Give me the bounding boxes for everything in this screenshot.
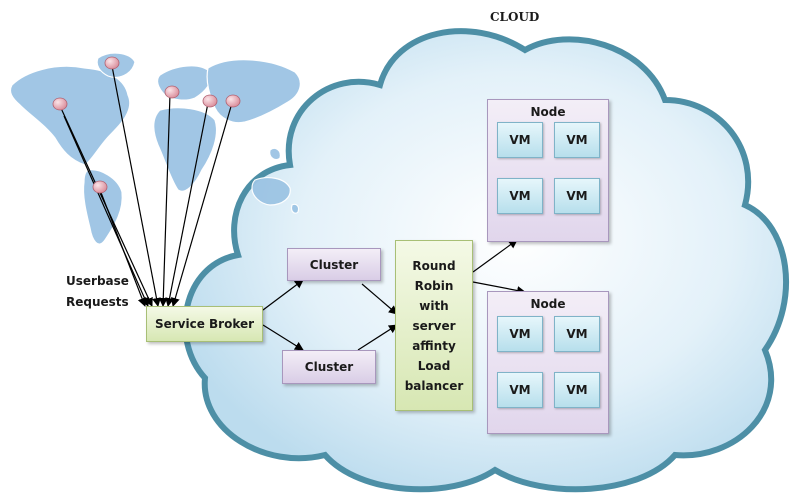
node-title: Node bbox=[530, 297, 566, 311]
vm-box[interactable]: VM bbox=[497, 372, 543, 408]
location-pins bbox=[52, 56, 241, 194]
location-pin-icon bbox=[104, 56, 120, 70]
location-pin-icon bbox=[52, 97, 68, 111]
cluster-label: Cluster bbox=[304, 360, 354, 374]
location-pin-icon bbox=[92, 180, 108, 194]
vm-box[interactable]: VM bbox=[554, 372, 600, 408]
location-pin-icon bbox=[202, 94, 218, 108]
service-broker-box[interactable]: Service Broker bbox=[146, 306, 263, 342]
cluster-label: Cluster bbox=[309, 257, 359, 272]
node-box-2[interactable]: Node VM VM VM VM bbox=[487, 291, 609, 434]
load-balancer-box[interactable]: Round Robin with server affinty Load bal… bbox=[395, 240, 473, 411]
vm-box[interactable]: VM bbox=[497, 178, 543, 214]
userbase-request-arrows bbox=[59, 65, 233, 307]
service-broker-label: Service Broker bbox=[154, 317, 255, 331]
cluster-box-bottom[interactable]: Cluster bbox=[282, 350, 376, 384]
vm-box[interactable]: VM bbox=[554, 316, 600, 352]
node-box-1[interactable]: Node VM VM VM VM bbox=[487, 99, 609, 242]
vm-box[interactable]: VM bbox=[554, 122, 600, 158]
userbase-requests-label: Userbase Requests bbox=[66, 274, 129, 309]
cloud-title: CLOUD bbox=[490, 10, 540, 24]
node-title: Node bbox=[530, 105, 566, 119]
vm-box[interactable]: VM bbox=[497, 122, 543, 158]
load-balancer-label: Round Robin with server affinty Load bal… bbox=[404, 258, 464, 393]
vm-box[interactable]: VM bbox=[497, 316, 543, 352]
location-pin-icon bbox=[225, 94, 241, 108]
flow-arrows bbox=[262, 239, 526, 351]
location-pin-icon bbox=[164, 85, 180, 99]
vm-box[interactable]: VM bbox=[554, 178, 600, 214]
cluster-box-top[interactable]: Cluster bbox=[287, 248, 381, 281]
